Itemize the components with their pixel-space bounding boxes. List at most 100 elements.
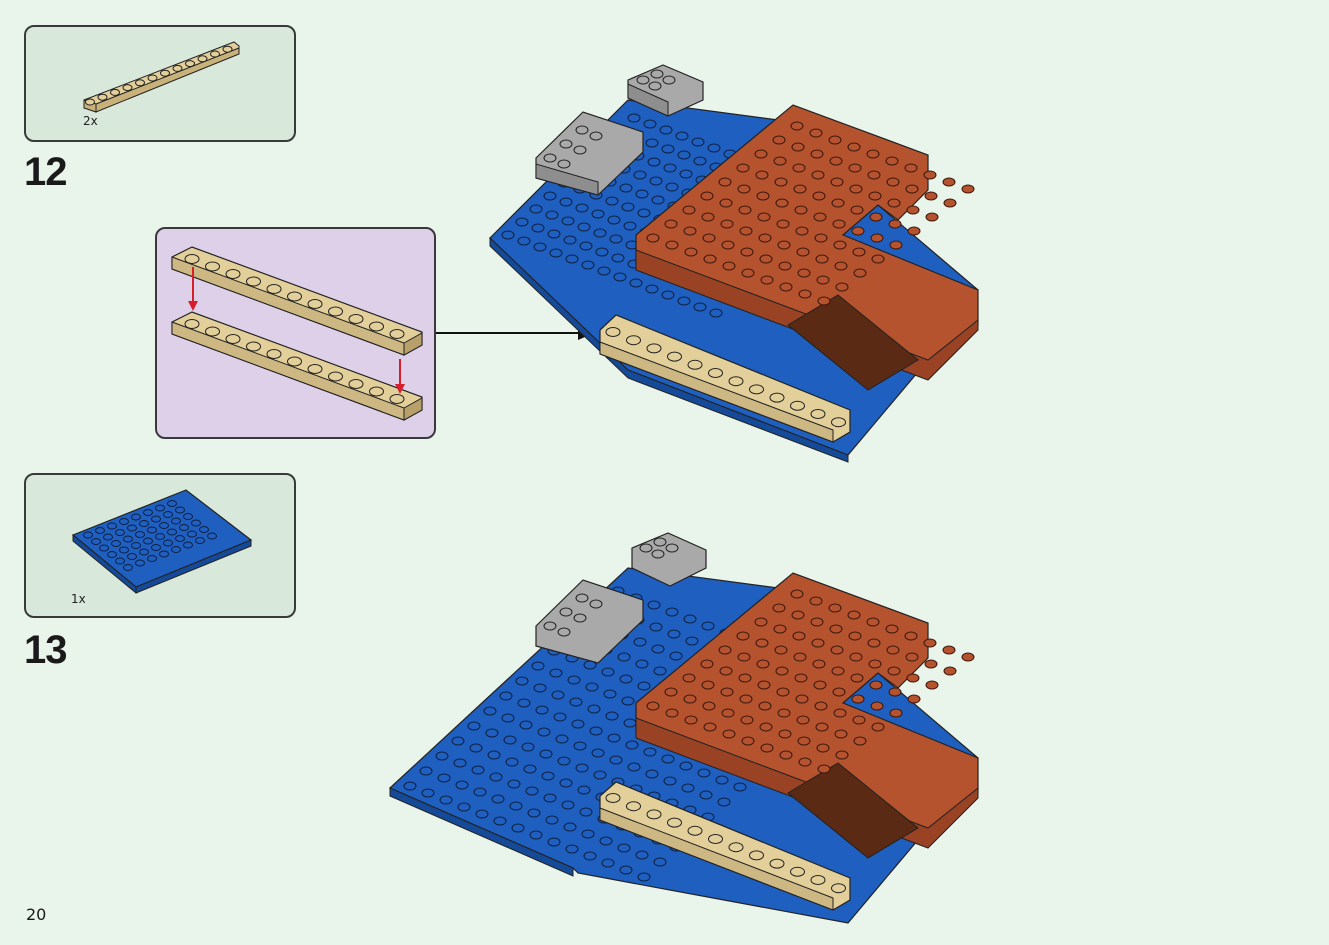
- stud: [639, 543, 653, 553]
- stud: [471, 765, 485, 775]
- stud: [565, 844, 579, 854]
- stud: [155, 504, 165, 512]
- stud: [575, 763, 589, 773]
- stud: [810, 409, 826, 419]
- stud: [733, 782, 747, 792]
- stud: [191, 519, 201, 527]
- stud: [708, 834, 723, 844]
- stud: [107, 551, 117, 558]
- stud: [792, 163, 806, 173]
- stud: [772, 603, 786, 613]
- stud: [650, 69, 664, 79]
- stud: [679, 761, 693, 771]
- stud: [646, 809, 662, 820]
- stud: [619, 865, 633, 875]
- stud: [589, 726, 603, 736]
- stud: [817, 296, 831, 306]
- stud: [533, 683, 547, 693]
- stud: [651, 549, 665, 559]
- blue-plate-part-image: [71, 489, 253, 595]
- stud: [871, 722, 885, 732]
- stud: [605, 196, 619, 206]
- stud: [779, 750, 793, 760]
- stud: [813, 212, 827, 222]
- stud: [557, 159, 571, 169]
- stud: [246, 276, 261, 287]
- stud: [871, 254, 885, 264]
- stud: [868, 659, 882, 669]
- stud: [287, 356, 302, 367]
- stud: [131, 542, 141, 549]
- stud: [755, 638, 769, 648]
- stud: [543, 191, 557, 201]
- stud: [635, 659, 649, 669]
- stud: [776, 687, 790, 697]
- stud: [619, 674, 633, 684]
- stud: [648, 81, 662, 91]
- stud: [115, 557, 125, 565]
- stud: [721, 708, 735, 718]
- stud: [605, 327, 621, 337]
- stud: [661, 754, 675, 764]
- stud: [797, 268, 811, 278]
- stud: [135, 559, 145, 567]
- stud: [183, 541, 193, 549]
- stud: [888, 687, 902, 697]
- stud: [555, 734, 569, 744]
- stud: [559, 778, 573, 788]
- stud: [816, 275, 830, 285]
- stud: [607, 215, 621, 225]
- stud: [687, 825, 703, 836]
- stud: [485, 728, 499, 738]
- stud: [626, 801, 641, 812]
- stud: [591, 748, 605, 758]
- stud: [741, 268, 755, 278]
- stud: [547, 229, 561, 239]
- stud: [667, 629, 681, 639]
- stud: [924, 659, 938, 669]
- stud: [683, 226, 697, 236]
- stud: [645, 769, 659, 779]
- stud: [95, 527, 105, 534]
- stud: [122, 84, 133, 92]
- stud: [205, 326, 220, 337]
- stud: [885, 156, 899, 166]
- stud: [491, 794, 505, 804]
- stud: [777, 240, 791, 250]
- stud: [866, 617, 880, 627]
- stud: [833, 240, 847, 250]
- stud: [754, 149, 768, 159]
- stud: [755, 170, 769, 180]
- stud: [599, 836, 613, 846]
- stud: [403, 781, 417, 791]
- stud: [139, 520, 149, 527]
- stud: [828, 603, 842, 613]
- stud: [205, 261, 220, 272]
- stud: [708, 368, 723, 378]
- stud: [609, 755, 623, 765]
- stud: [665, 240, 679, 250]
- stud: [603, 689, 617, 699]
- stud: [923, 170, 937, 180]
- stud: [795, 694, 809, 704]
- stud: [904, 631, 918, 641]
- stud: [778, 261, 792, 271]
- stud: [790, 400, 805, 411]
- stud: [850, 673, 864, 683]
- stud: [667, 817, 682, 828]
- stud: [773, 624, 787, 634]
- stud: [687, 359, 703, 370]
- stud: [617, 652, 631, 662]
- stud: [517, 236, 531, 246]
- stud: [664, 219, 678, 229]
- stud: [493, 816, 507, 826]
- stud: [774, 645, 788, 655]
- stud: [185, 60, 195, 68]
- stud: [517, 698, 531, 708]
- stud: [85, 98, 95, 106]
- stud: [759, 722, 773, 732]
- stud: [573, 613, 587, 623]
- stud: [649, 176, 663, 186]
- stud: [175, 535, 185, 542]
- stud: [91, 538, 101, 545]
